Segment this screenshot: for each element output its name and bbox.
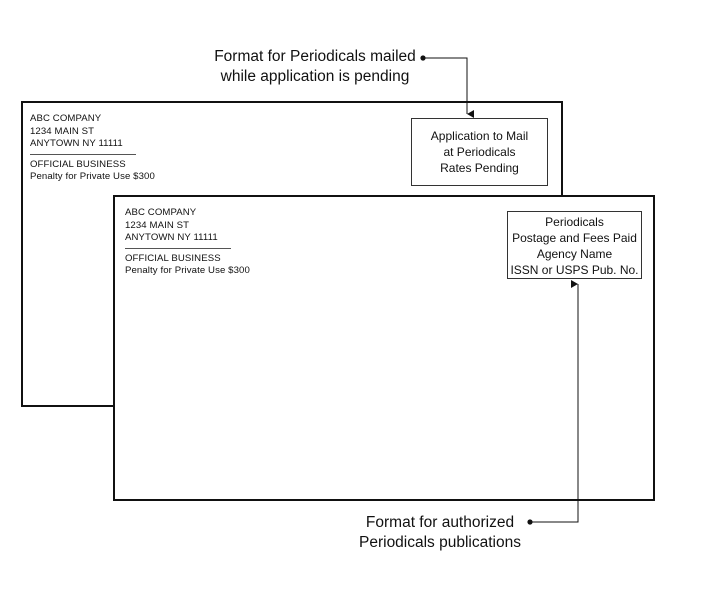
- envelope-authorized: ABC COMPANY 1234 MAIN ST ANYTOWN NY 1111…: [113, 195, 655, 501]
- official-business-label: OFFICIAL BUSINESS: [125, 252, 221, 264]
- pending-caption-line-1: Format for Periodicals mailed: [214, 48, 416, 65]
- pending-indicia-line-1: Application to Mail: [430, 129, 529, 143]
- official-business-label: OFFICIAL BUSINESS: [30, 158, 126, 170]
- city-state-zip: ANYTOWN NY 11111: [125, 232, 218, 243]
- penalty-notice: Penalty for Private Use $300: [30, 171, 155, 182]
- pending-caption-line-2: while application is pending: [220, 68, 410, 85]
- authorized-indicia-line-4: ISSN or USPS Pub. No.: [510, 263, 639, 277]
- street-address: 1234 MAIN ST: [125, 219, 190, 231]
- pending-indicia-line-2: at Periodicals: [443, 145, 516, 159]
- pending-indicia-box: Application to Mail at Periodicals Rates…: [411, 118, 548, 186]
- street-address: 1234 MAIN ST: [30, 125, 95, 137]
- pending-callout-line: [423, 57, 474, 118]
- penalty-notice: Penalty for Private Use $300: [125, 265, 250, 276]
- authorized-indicia-line-2: Postage and Fees Paid: [512, 231, 637, 245]
- return-address: ABC COMPANY 1234 MAIN ST ANYTOWN NY 1111…: [125, 207, 250, 278]
- authorized-callout-arrow: [527, 280, 579, 525]
- pending-format-caption: Format for Periodicals mailed while appl…: [200, 47, 430, 87]
- authorized-indicia-line-1: Periodicals: [545, 215, 604, 229]
- company-name: ABC COMPANY: [30, 113, 102, 124]
- authorized-indicia-line-3: Agency Name: [536, 247, 613, 261]
- pending-callout-arrow: [420, 55, 474, 118]
- return-address: ABC COMPANY 1234 MAIN ST ANYTOWN NY 1111…: [30, 113, 155, 184]
- company-name: ABC COMPANY: [125, 207, 197, 218]
- address-divider: [30, 153, 136, 155]
- pending-indicia-line-3: Rates Pending: [440, 161, 519, 175]
- address-divider: [125, 247, 231, 249]
- authorized-format-caption: Format for authorized Periodicals public…: [350, 513, 530, 553]
- authorized-caption-line-2: Periodicals publications: [359, 534, 521, 551]
- authorized-indicia-box: Periodicals Postage and Fees Paid Agency…: [507, 211, 642, 279]
- authorized-callout-line: [530, 280, 579, 523]
- city-state-zip: ANYTOWN NY 11111: [30, 138, 123, 149]
- authorized-caption-line-1: Format for authorized: [365, 514, 515, 531]
